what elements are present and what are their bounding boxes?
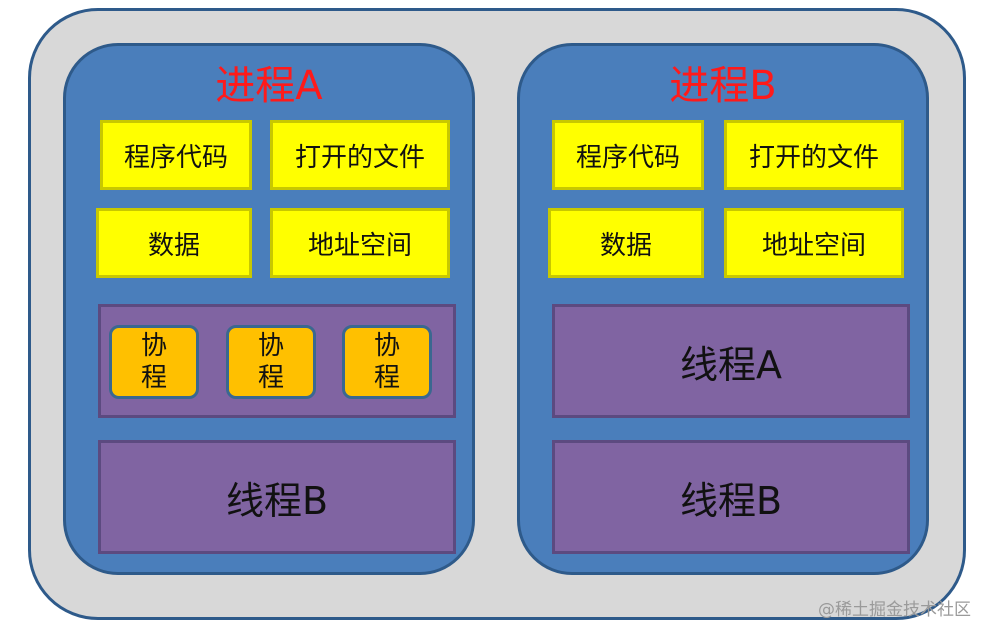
coroutine-label: 程 (140, 363, 167, 393)
process-a: 进程A 程序代码 打开的文件 数据 地址空间 协 程 协 程 协 程 线程B (63, 43, 475, 575)
process-a-coroutine-container: 协 程 协 程 协 程 (98, 304, 456, 418)
process-b-files-box: 打开的文件 (724, 120, 904, 190)
process-a-code-box: 程序代码 (100, 120, 252, 190)
process-a-thread-box: 线程B (98, 440, 456, 554)
process-a-address-space-box: 地址空间 (270, 208, 450, 278)
process-b-code-box: 程序代码 (552, 120, 704, 190)
coroutine-label: 协 (373, 331, 400, 361)
coroutine-box: 协 程 (109, 325, 199, 399)
process-a-title: 进程A (215, 63, 323, 109)
process-b-thread-a-box: 线程A (552, 304, 910, 418)
process-b-address-space-box: 地址空间 (724, 208, 904, 278)
coroutine-box: 协 程 (342, 325, 432, 399)
coroutine-label: 协 (257, 331, 284, 361)
coroutine-label: 协 (140, 331, 167, 361)
process-b-title: 进程B (669, 63, 777, 109)
watermark: @稀土掘金技术社区 (818, 600, 971, 620)
coroutine-box: 协 程 (226, 325, 316, 399)
coroutine-label: 程 (373, 363, 400, 393)
outer-container: 进程A 程序代码 打开的文件 数据 地址空间 协 程 协 程 协 程 线程B 进… (28, 8, 966, 620)
process-b: 进程B 程序代码 打开的文件 数据 地址空间 线程A 线程B (517, 43, 929, 575)
process-a-data-box: 数据 (96, 208, 252, 278)
coroutine-label: 程 (257, 363, 284, 393)
process-b-thread-b-box: 线程B (552, 440, 910, 554)
process-a-files-box: 打开的文件 (270, 120, 450, 190)
process-b-data-box: 数据 (548, 208, 704, 278)
